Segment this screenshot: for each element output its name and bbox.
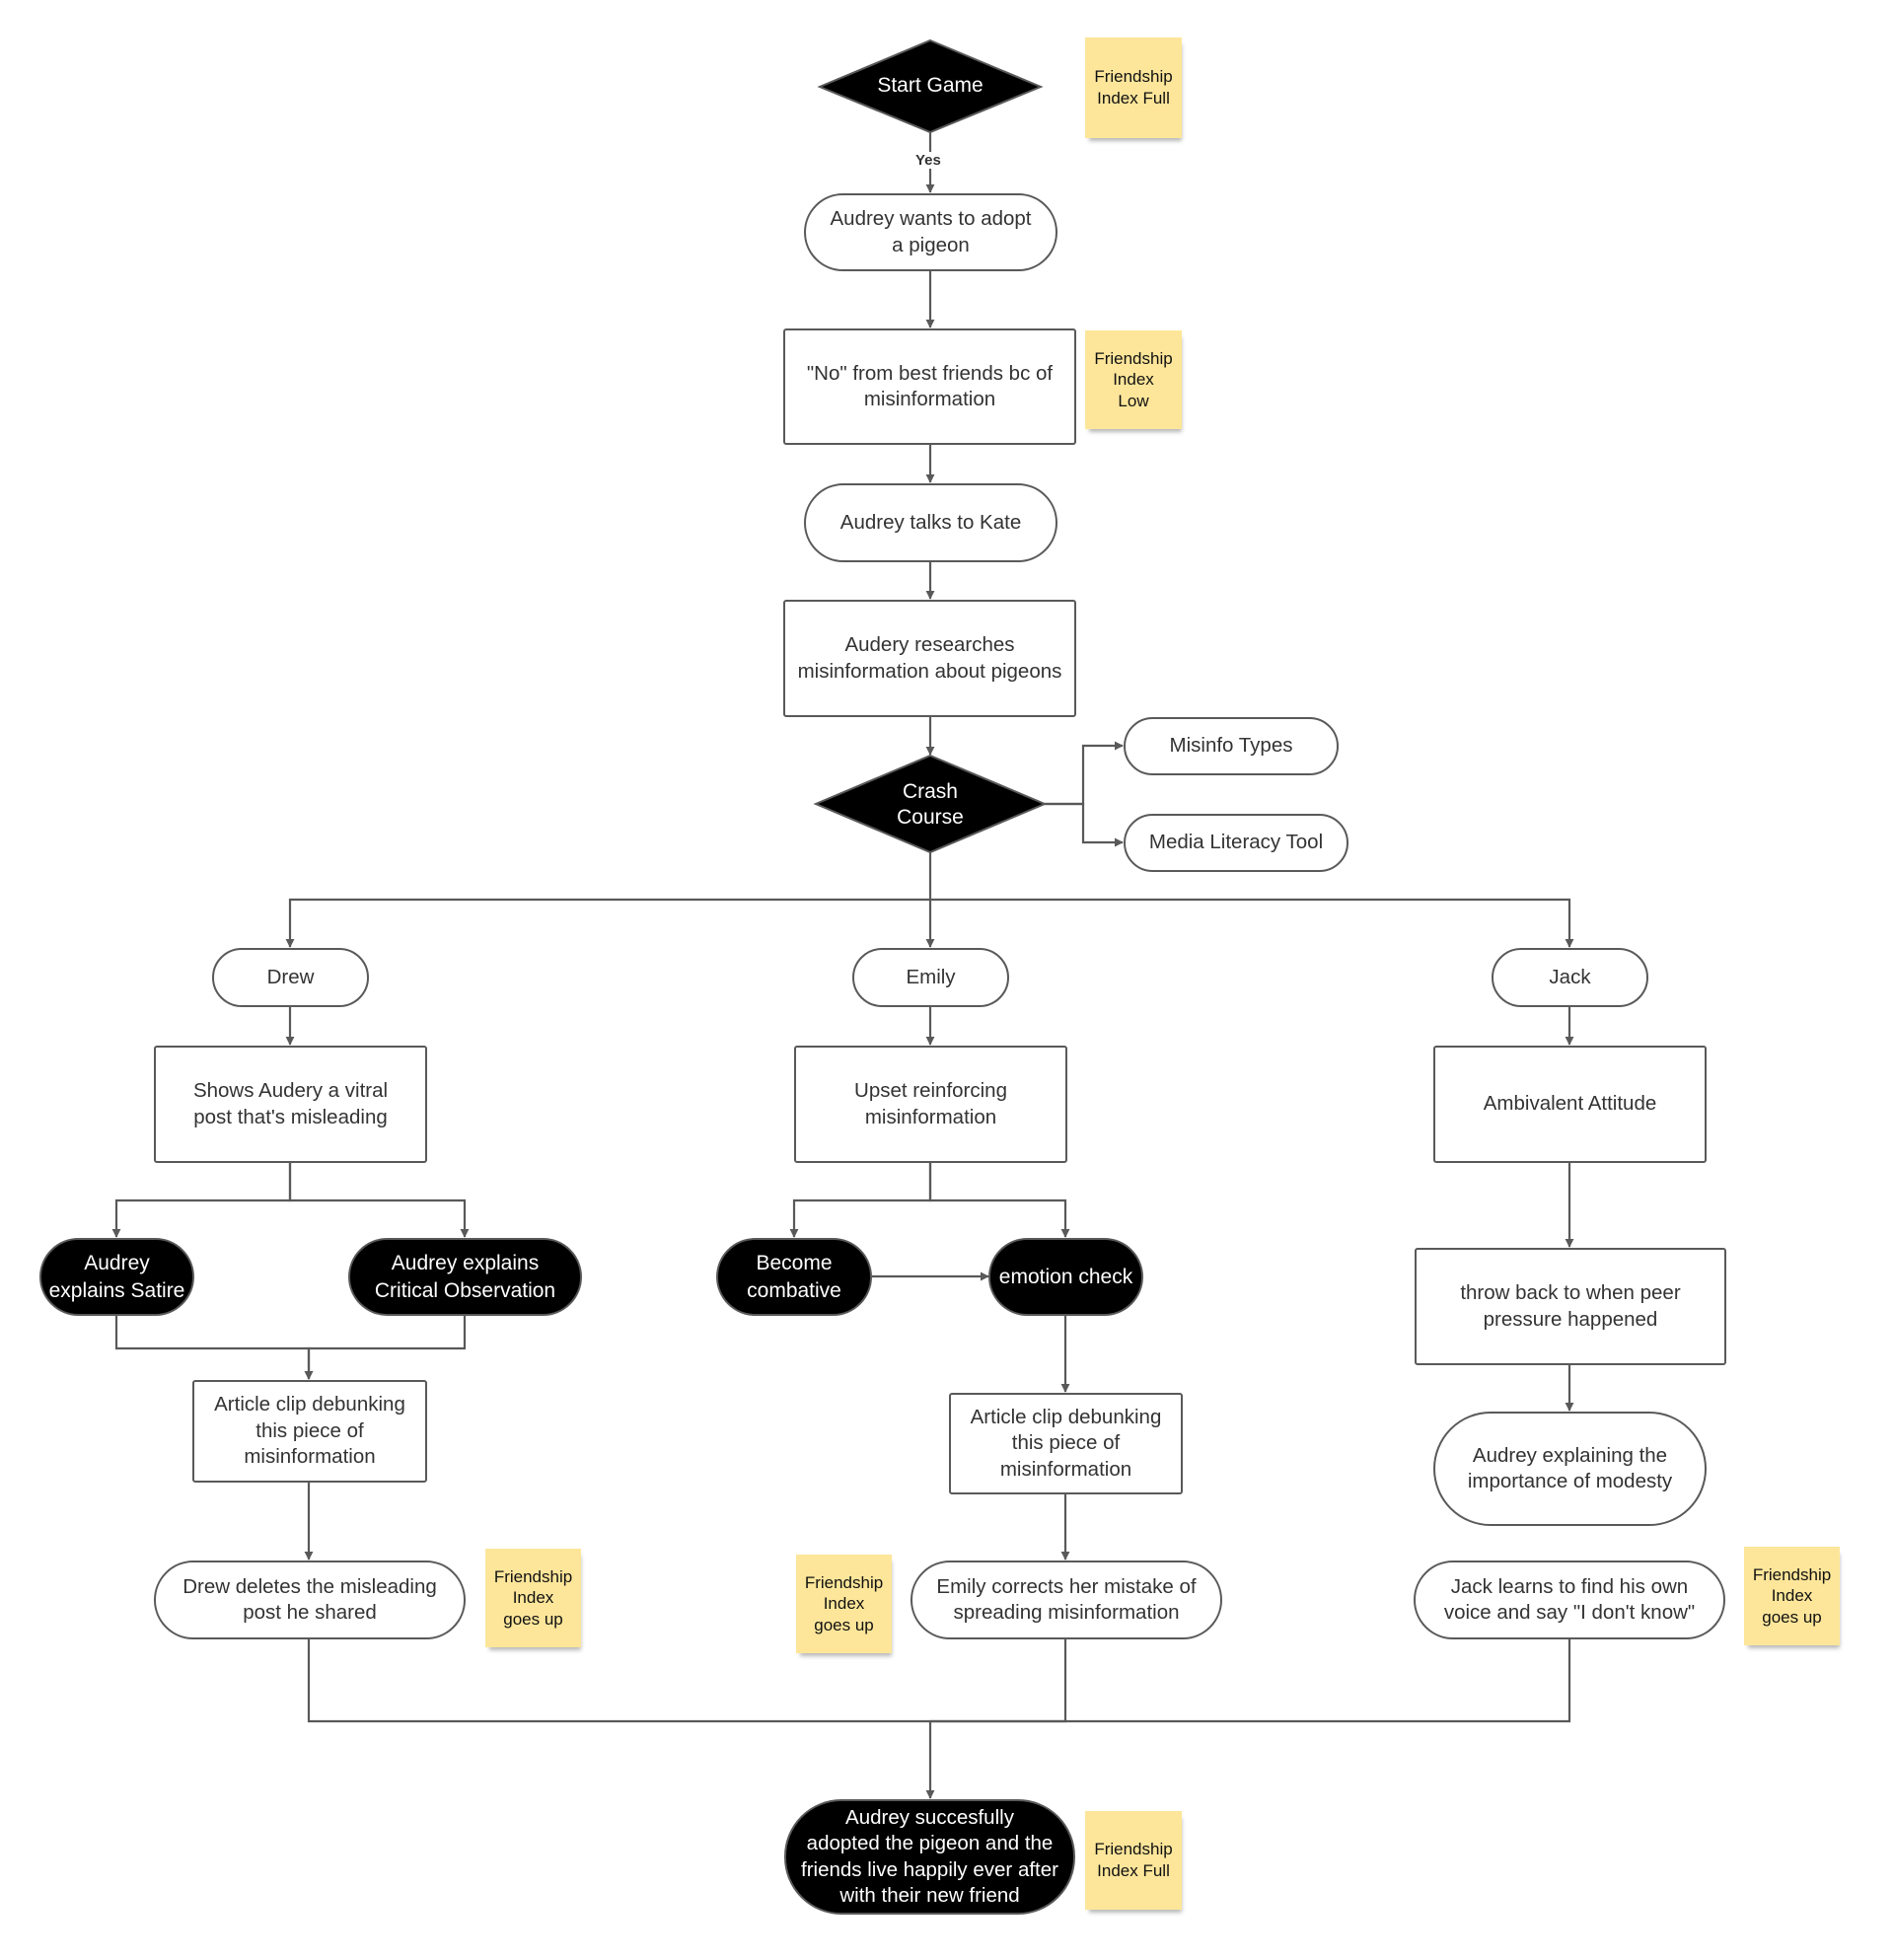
become-combative-node: Become combative xyxy=(716,1238,872,1316)
edge-post-to-critical xyxy=(288,1163,470,1238)
adopt-pigeon-node: Audrey wants to adopt a pigeon xyxy=(804,193,1057,271)
edge-upset-to-combative xyxy=(789,1163,932,1238)
edge-learns-to-final xyxy=(930,1639,1571,1723)
drew-post-node: Shows Audery a vitral post that's mislea… xyxy=(154,1046,427,1163)
drew-deletes-node: Drew deletes the misleading post he shar… xyxy=(154,1561,466,1639)
edge-crash-to-misinfo xyxy=(1045,741,1124,806)
edge-critical-to-article xyxy=(304,1316,467,1380)
drew-node: Drew xyxy=(212,948,369,1007)
edge-crash-to-jack xyxy=(930,898,1574,948)
edge-corrects-to-final xyxy=(930,1639,1067,1723)
jack-node: Jack xyxy=(1492,948,1648,1007)
talks-to-kate-node: Audrey talks to Kate xyxy=(804,483,1057,562)
sticky-drew-goes-up: Friendship Index goes up xyxy=(485,1549,581,1647)
sticky-friendship-full-bottom: Friendship Index Full xyxy=(1085,1811,1182,1910)
media-literacy-tool-node: Media Literacy Tool xyxy=(1124,814,1348,872)
sticky-jack-goes-up: Friendship Index goes up xyxy=(1744,1547,1840,1645)
sticky-friendship-full-top: Friendship Index Full xyxy=(1085,37,1182,138)
sticky-friendship-low: Friendship Index Low xyxy=(1085,330,1182,429)
edge-deletes-to-final xyxy=(307,1639,930,1723)
critical-observation-node: Audrey explains Critical Observation xyxy=(348,1238,582,1316)
jack-learns-node: Jack learns to find his own voice and sa… xyxy=(1414,1561,1725,1639)
emily-node: Emily xyxy=(852,948,1009,1007)
edge-upset-to-emotion xyxy=(928,1163,1070,1238)
emotion-check-node: emotion check xyxy=(988,1238,1143,1316)
edge-satire-to-article xyxy=(114,1316,314,1380)
emily-upset-node: Upset reinforcing misinformation xyxy=(794,1046,1067,1163)
crash-course-diamond: Crash Course xyxy=(897,779,964,829)
emily-article-node: Article clip debunking this piece of mis… xyxy=(949,1393,1183,1494)
throwback-node: throw back to when peer pressure happene… xyxy=(1415,1248,1726,1365)
emily-corrects-node: Emily corrects her mistake of spreading … xyxy=(911,1561,1222,1639)
satire-node: Audrey explains Satire xyxy=(39,1238,194,1316)
final-outcome-node: Audrey succesfully adopted the pigeon an… xyxy=(784,1799,1075,1915)
misinfo-types-node: Misinfo Types xyxy=(1124,717,1339,775)
researches-node: Audery researches misinformation about p… xyxy=(783,600,1076,717)
start-game-diamond: Start Game xyxy=(877,73,983,97)
edge-label-yes: Yes xyxy=(913,152,943,169)
sticky-emily-goes-up: Friendship Index goes up xyxy=(796,1555,892,1653)
edge-crash-to-drew xyxy=(285,898,930,948)
drew-article-node: Article clip debunking this piece of mis… xyxy=(192,1380,427,1483)
edge-crash-to-media xyxy=(1045,802,1124,847)
modesty-node: Audrey explaining the importance of mode… xyxy=(1433,1412,1707,1526)
no-from-friends-node: "No" from best friends bc of misinformat… xyxy=(783,328,1076,445)
jack-attitude-node: Ambivalent Attitude xyxy=(1433,1046,1707,1163)
edge-post-to-satire xyxy=(111,1163,292,1238)
